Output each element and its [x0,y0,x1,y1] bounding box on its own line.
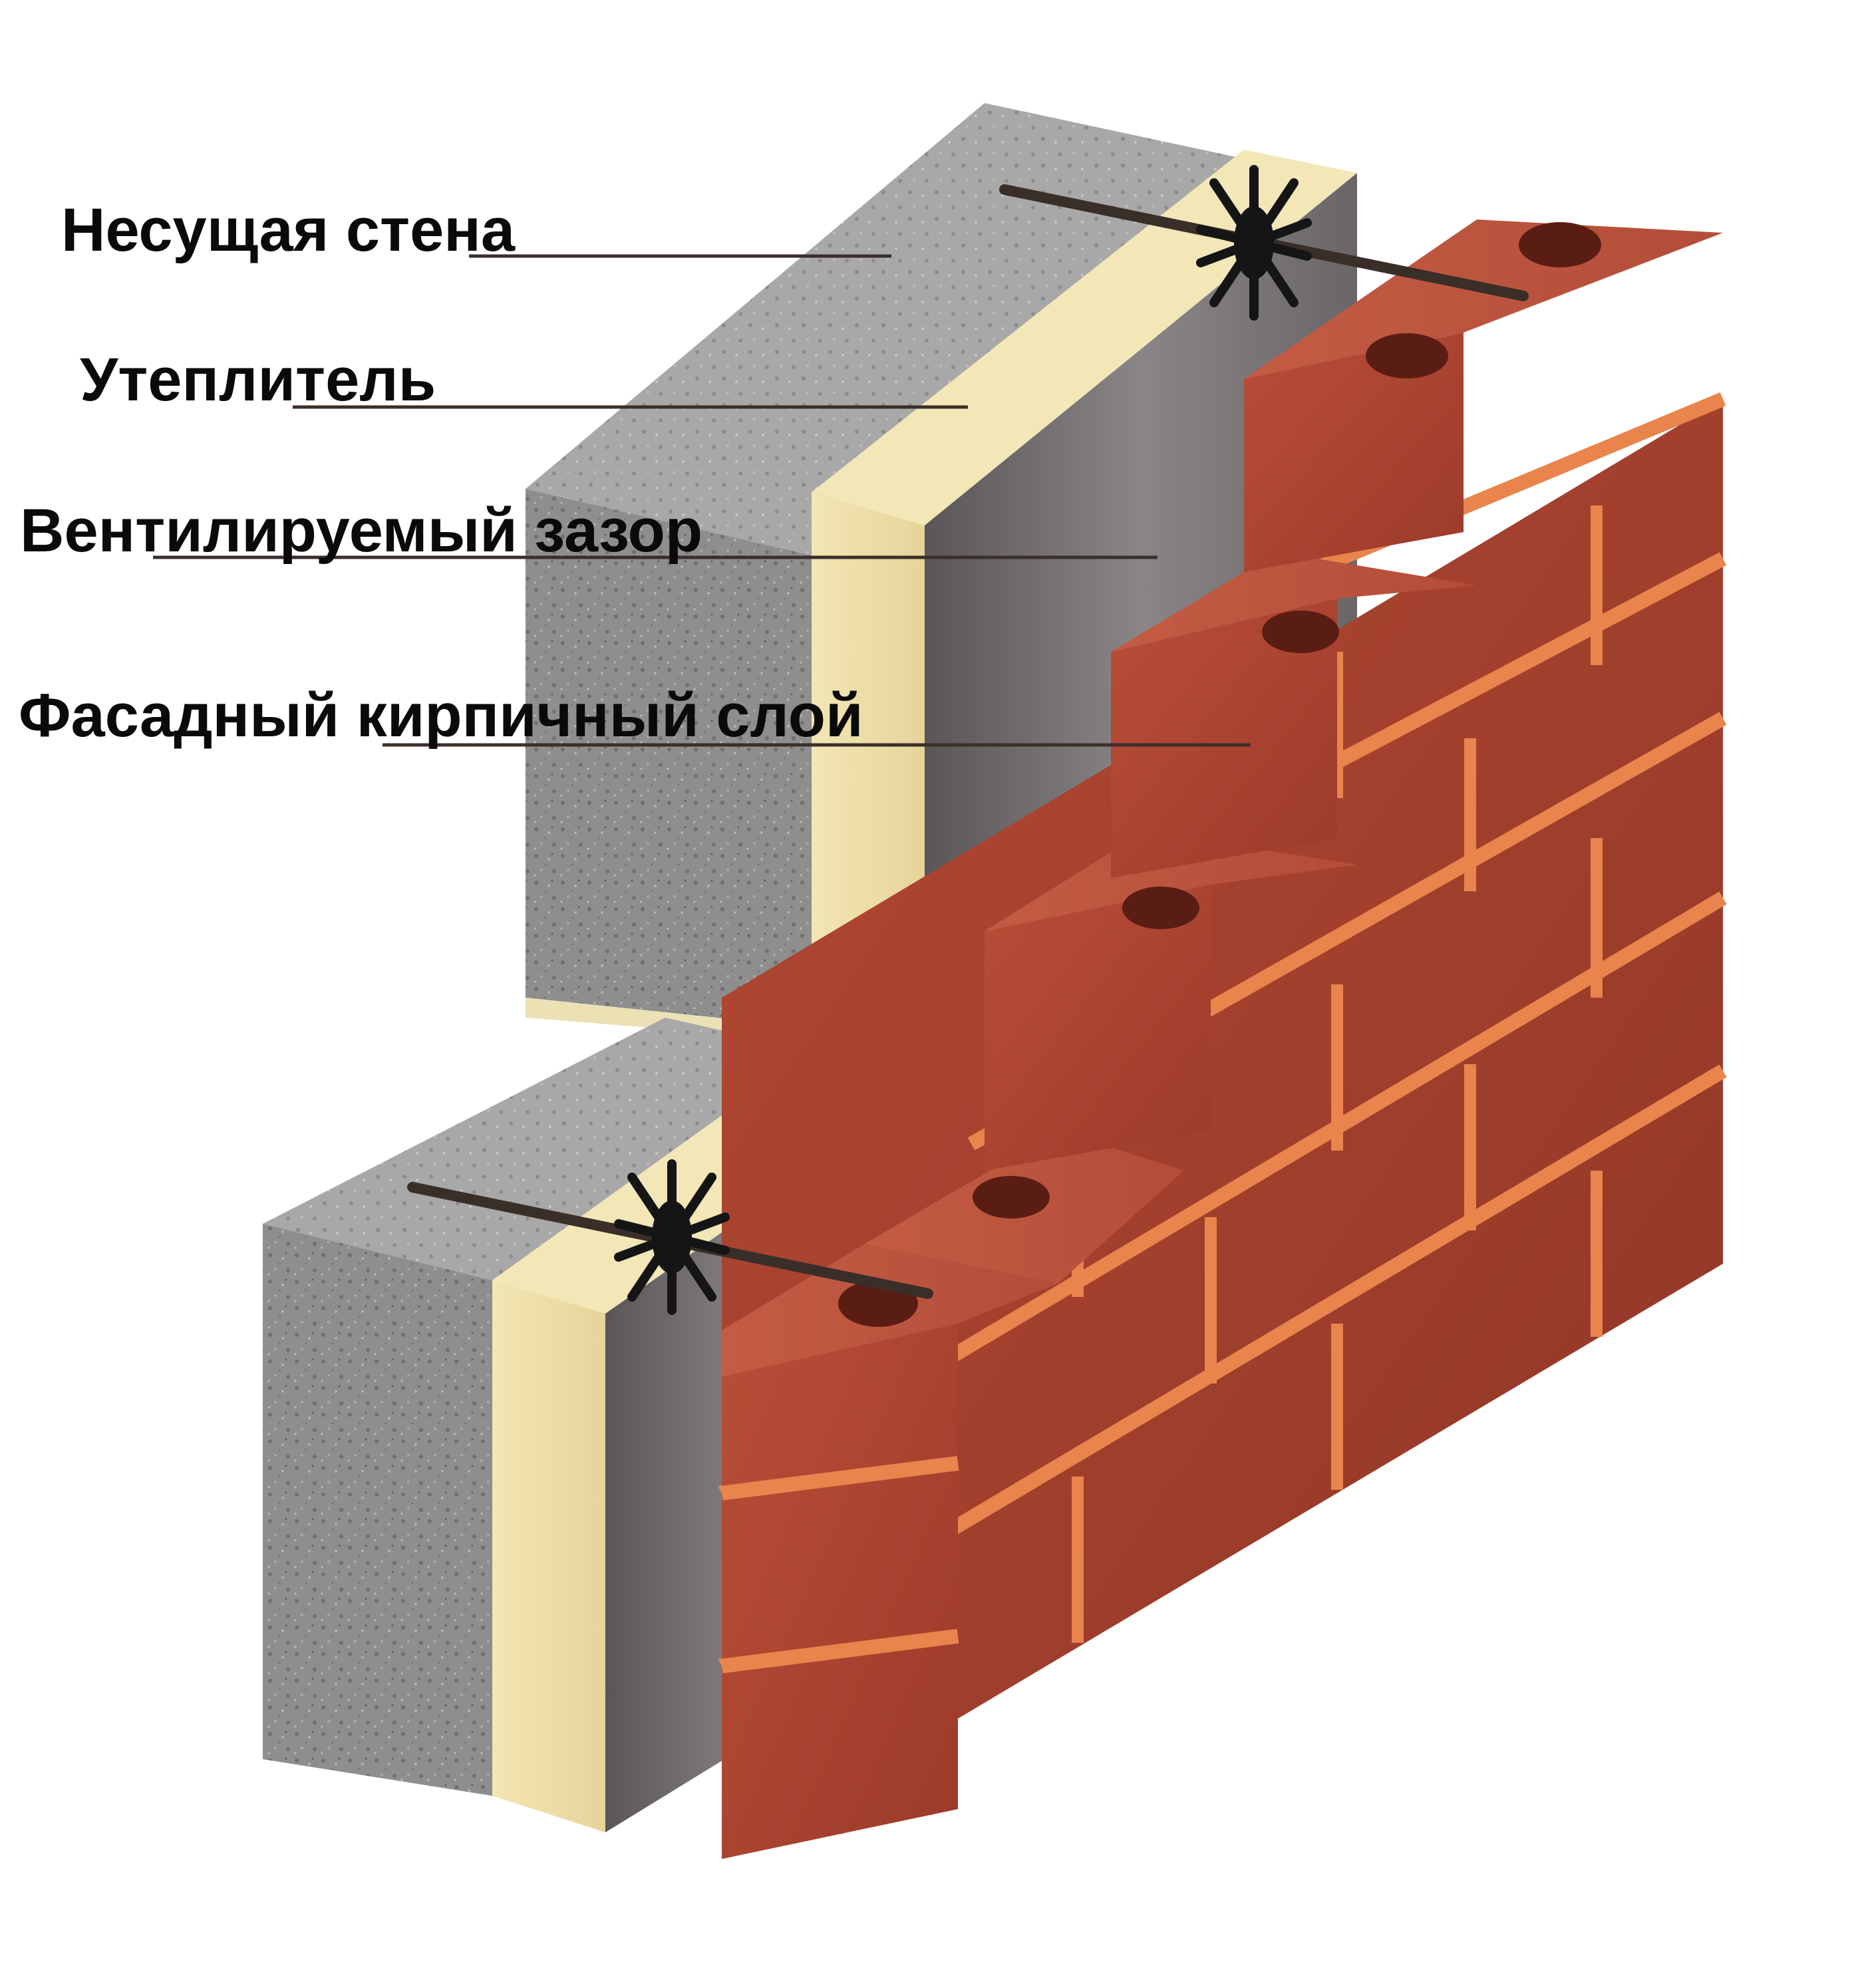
load-bearing-wall-lower [263,1018,812,1796]
label-insulation: Утеплитель [80,346,436,414]
facade-brick-layer [718,219,1727,1859]
retaining-washer-icon [614,1159,730,1315]
wall-tie-lower [407,1159,933,1315]
label-ventilated-gap: Вентилируемый зазор [20,497,703,565]
load-bearing-wall-upper [526,103,1264,1028]
retaining-washer-icon [1196,165,1312,321]
label-facade-brick-layer: Фасадный кирпичный слой [19,682,863,750]
label-load-bearing-wall: Несущая стена [61,196,516,264]
wall-tie-upper [999,165,1529,321]
leader-lines [153,254,1251,747]
